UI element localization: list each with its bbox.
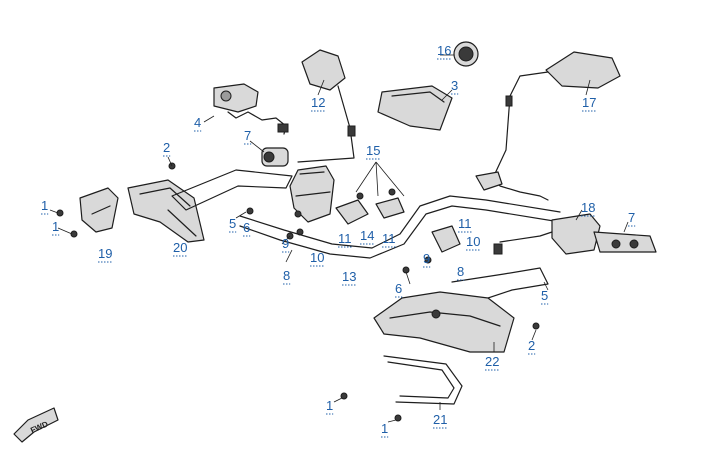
callout-number: 3 [451,78,458,93]
part-16-cap [453,41,479,67]
part-4-switch-unit [213,83,289,135]
callout-10: 10 [310,250,324,267]
callout-20: 20 [173,240,187,257]
callout-number: 11 [338,231,352,246]
callout-3: 3 [451,78,458,95]
callout-number: 11 [382,231,396,246]
callout-2: 2 [528,338,535,355]
center-clamp-assembly [286,165,335,240]
callout-number: 20 [173,240,187,255]
callout-15: 15 [366,143,380,160]
callout-number: 6 [395,281,402,296]
callout-14: 14 [360,228,374,245]
part-5-right-arm [451,267,549,305]
part-5-left-arm [171,169,293,211]
callout-6: 6 [395,281,402,298]
callout-number: 22 [485,354,499,369]
right-clamp [424,225,461,264]
callout-1: 1 [52,219,59,236]
callout-number: 14 [360,228,374,243]
callout-1: 1 [381,421,388,438]
callout-12: 12 [311,95,325,112]
callout-19: 19 [98,246,112,263]
part-7-right-grip [593,231,657,253]
callout-number: 7 [244,128,251,143]
callout-number: 8 [457,264,464,279]
part-13-handlebar [239,195,561,259]
callout-11: 11 [458,216,473,233]
part-12-left-mirror [297,49,356,163]
callout-1: 1 [41,198,48,215]
callout-number: 4 [194,115,201,130]
callout-21: 21 [433,412,447,429]
callout-number: 11 [458,216,472,231]
callout-number: 18 [581,200,595,215]
callout-number: 2 [163,140,170,155]
callout-number: 2 [528,338,535,353]
callout-11: 11 [338,231,353,248]
callout-number: 17 [582,95,596,110]
callout-number: 21 [433,412,447,427]
callout-number: 15 [366,143,380,158]
part-7-left-switch [261,147,289,167]
callout-8: 8 [283,268,290,285]
part-19-bracket [79,187,119,233]
callout-leaders [49,54,629,423]
part-20-left-handguard [127,179,205,243]
callout-6: 6 [243,220,250,237]
callout-13: 13 [342,269,356,286]
callout-number: 5 [229,216,236,231]
callout-number: 13 [342,269,356,284]
callout-number: 1 [52,219,59,234]
part-22-right-handguard [373,291,515,353]
callout-9: 9 [423,251,430,268]
callout-number: 1 [326,398,333,413]
callout-16: 16 [437,43,451,60]
callout-number: 7 [628,210,635,225]
callout-number: 12 [311,95,325,110]
bolts [56,162,540,422]
callout-7: 7 [628,210,635,227]
callout-11: 11 [382,231,397,248]
callout-number: 1 [41,198,48,213]
part-14-clamp [335,188,405,225]
callout-17: 17 [582,95,596,112]
fwd-arrow-icon: FWD [13,407,59,443]
part-18-brake-lever [475,171,601,255]
part-21-bracket [383,355,463,405]
callout-7: 7 [244,128,251,145]
part-15-bolts [355,161,405,197]
callout-9: 9 [282,236,289,253]
callout-5: 5 [541,288,548,305]
callout-number: 9 [282,236,289,251]
callout-number: 9 [423,251,430,266]
callout-number: 16 [437,43,451,58]
callout-18: 18 [581,200,595,217]
callout-10: 10 [466,234,480,251]
callout-5: 5 [229,216,236,233]
callout-22: 22 [485,354,499,371]
callout-8: 8 [457,264,464,281]
callout-number: 6 [243,220,250,235]
callout-1: 1 [326,398,333,415]
callout-4: 4 [194,115,201,132]
callout-number: 8 [283,268,290,283]
part-17-right-mirror [491,51,621,181]
part-3-cover [377,85,453,131]
callout-2: 2 [163,140,170,157]
callout-number: 10 [466,234,480,249]
callout-number: 10 [310,250,324,265]
callout-number: 19 [98,246,112,261]
callout-number: 5 [541,288,548,303]
callout-number: 1 [381,421,388,436]
